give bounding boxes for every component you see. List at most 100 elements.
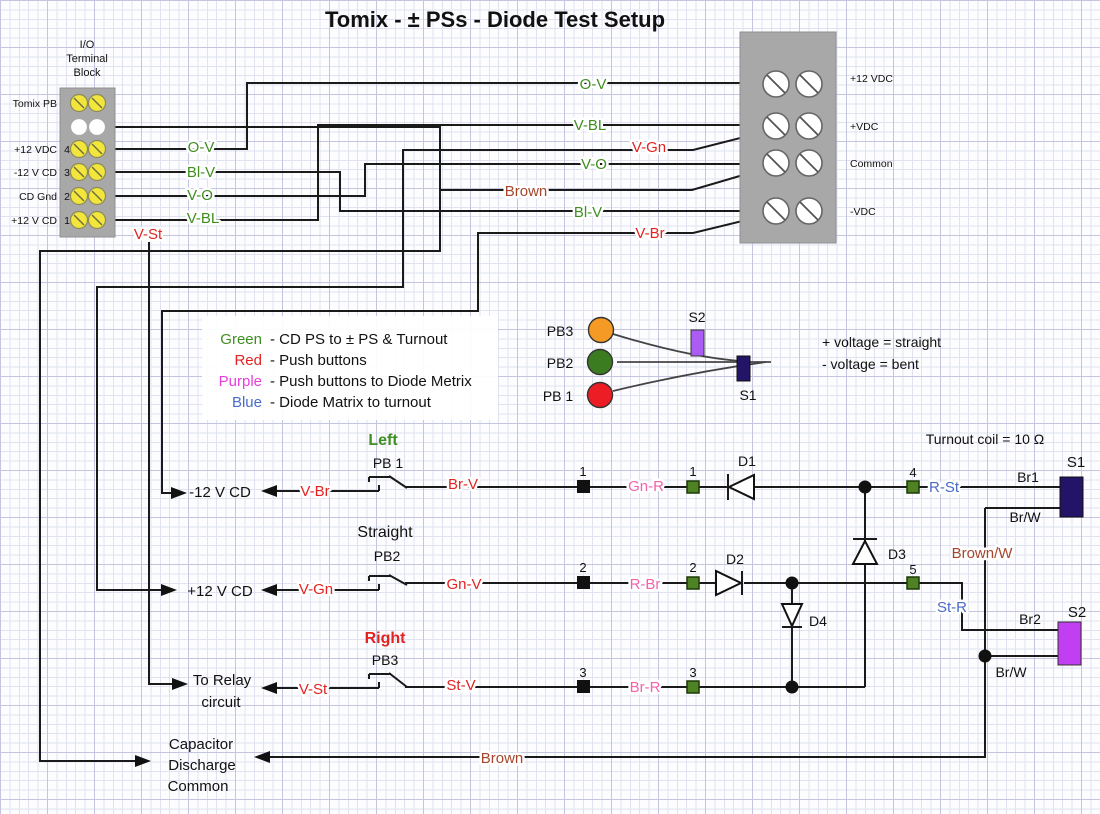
pb3-switch-symbol <box>368 672 408 688</box>
row1-header: Left <box>368 432 398 449</box>
wire-blv <box>105 171 763 212</box>
io-heading-2: Terminal <box>66 53 108 65</box>
pb1-switch-symbol <box>368 475 408 491</box>
junction-d1-d3 <box>858 480 872 494</box>
io-block-body <box>59 87 116 238</box>
black-squares <box>577 480 590 693</box>
wire-row2-out <box>405 582 1058 631</box>
d1-label: D1 <box>738 453 756 469</box>
wire-label-blv-left: Bl-V <box>187 164 215 181</box>
io-label-cdgnd: CD Gnd <box>19 191 57 203</box>
wire-label-ov-top: O-V <box>580 76 607 93</box>
row2-feed-label: +12 V CD <box>187 583 253 600</box>
ps-label-common: Common <box>850 158 893 170</box>
junction-brw <box>978 649 992 663</box>
pushbutton-symbols <box>368 475 408 688</box>
row3-header: Right <box>365 630 407 647</box>
diode-d2 <box>715 569 744 597</box>
legend-red-name: Red <box>234 352 262 369</box>
io-label-m12vcd: -12 V CD <box>14 167 58 179</box>
wire-label-ov-left: O-V <box>188 139 215 156</box>
row3-wire-out: St-V <box>446 677 475 694</box>
ps-label-pvdc: +VDC <box>850 121 879 133</box>
arrow-row2-feed <box>161 584 177 596</box>
note-turnout-coil: Turnout coil = 10 Ω <box>926 431 1045 447</box>
wire-ov <box>105 82 763 150</box>
legend-blue-desc: - Diode Matrix to turnout <box>270 394 432 411</box>
arrow-row3-back <box>261 682 277 694</box>
legend-green-name: Green <box>220 331 262 348</box>
wire-brw-s1 <box>270 507 1060 758</box>
wire-label-vgn-top: V-Gn <box>632 139 666 156</box>
s1-key-coil <box>736 355 751 382</box>
s2-label: S2 <box>1068 604 1086 621</box>
row1-wire-in: V-Br <box>300 483 329 500</box>
diodes <box>715 473 879 629</box>
row3-pb-label: PB3 <box>372 652 399 668</box>
pb2-switch-symbol <box>368 574 408 590</box>
s1-brw-wire: Br/W <box>1009 509 1041 525</box>
s2-brw-wire: Br/W <box>995 664 1027 680</box>
row3-matrix-wire: Br-R <box>630 679 661 696</box>
common-label-3: Common <box>168 778 229 795</box>
io-num-4: 4 <box>64 144 70 156</box>
row2-num-5: 5 <box>909 562 916 577</box>
io-label-tomix-pb: Tomix PB <box>13 98 57 110</box>
ps-terminal-slots <box>766 74 819 221</box>
d3-label: D3 <box>888 546 906 562</box>
row2-wire-out: Gn-V <box>446 576 481 593</box>
turnout-sketch <box>586 316 771 409</box>
key-s1-label: S1 <box>739 387 756 403</box>
arrowheads <box>135 485 277 767</box>
wire-label-blv-top: Bl-V <box>574 204 602 221</box>
wire-label-vo-top: V-O <box>581 156 607 173</box>
io-heading-1: I/O <box>80 39 95 51</box>
row1-num-4: 4 <box>909 465 916 480</box>
row2-num-black: 2 <box>579 560 586 575</box>
wire-label-vbl-left: V-BL <box>187 210 220 227</box>
ps-terminal-block <box>739 31 837 244</box>
legend-purple-desc: - Push buttons to Diode Metrix <box>270 373 472 390</box>
legend-panel <box>202 316 498 420</box>
diode-d1 <box>726 473 755 501</box>
ps-label-p12vdc: +12 VDC <box>850 73 893 85</box>
io-terminal-slots <box>73 97 103 226</box>
d4-label: D4 <box>809 613 827 629</box>
common-brown-wire: Brown <box>481 750 524 767</box>
wire-label-brown-top: Brown <box>505 183 548 200</box>
io-heading-3: Block <box>74 67 101 79</box>
row2-num-green: 2 <box>689 560 696 575</box>
arrow-common-back <box>254 751 270 763</box>
s1-coil <box>1059 476 1084 518</box>
common-label-2: Discharge <box>168 757 236 774</box>
diode-d3 <box>851 538 879 565</box>
wire-vgn <box>96 130 769 591</box>
key-pb3-label: PB3 <box>547 323 574 339</box>
row1-feed-label: -12 V CD <box>189 484 251 501</box>
io-num-3: 3 <box>64 167 70 179</box>
row2-str-wire: St-R <box>937 599 967 616</box>
legend-green-desc: - CD PS to ± PS & Turnout <box>270 331 448 348</box>
wire-label-vo-left: V-O <box>187 187 213 204</box>
note-minus-voltage: - voltage = bent <box>822 356 919 372</box>
io-num-1: 1 <box>64 215 70 227</box>
io-label-p12vdc: +12 VDC <box>14 144 57 156</box>
ps-label-mvdc: -VDC <box>850 206 876 218</box>
junction-row3-d4 <box>785 680 799 694</box>
arrow-row3-feed <box>172 678 188 690</box>
page-title: Tomix - ± PSs - Diode Test Setup <box>325 7 665 32</box>
legend-blue-name: Blue <box>232 394 262 411</box>
legend-red-desc: - Push buttons <box>270 352 367 369</box>
row1-br1-wire: Br1 <box>1017 469 1039 485</box>
wire-brown-common <box>39 126 441 762</box>
diode-d4 <box>780 603 804 629</box>
row1-num-black: 1 <box>579 464 586 479</box>
brownw-wire: Brown/W <box>952 545 1014 562</box>
row1-matrix-wire: Gn-R <box>628 478 664 495</box>
pb2-button <box>586 348 614 376</box>
junction-d2-d4 <box>785 576 799 590</box>
text-layer: Tomix - ± PSs - Diode Test Setup I/O Ter… <box>11 7 1086 795</box>
wire-vbr <box>161 214 768 494</box>
